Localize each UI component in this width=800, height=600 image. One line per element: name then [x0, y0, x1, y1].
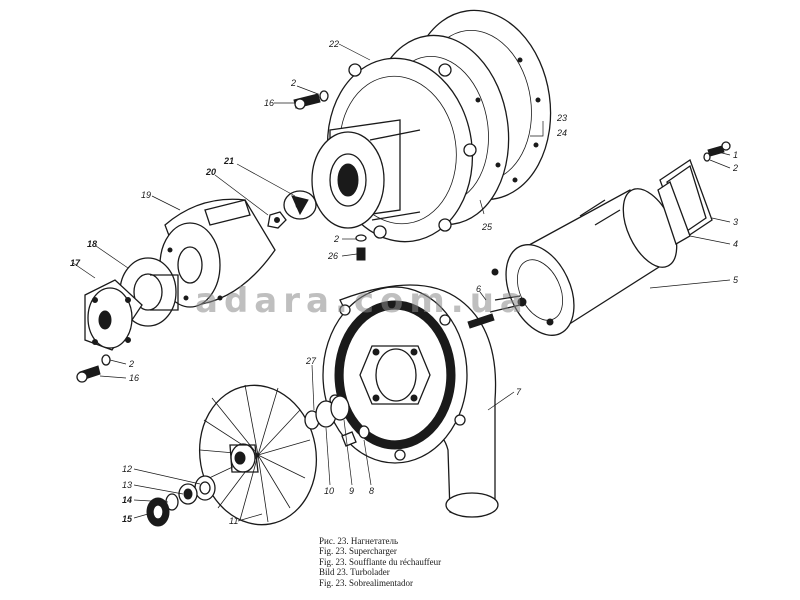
callout-15: 15 [122, 514, 133, 524]
motor-cover-3-and-gasket-4 [657, 141, 731, 245]
volute-casing-7 [322, 284, 499, 518]
callout-9: 9 [349, 486, 354, 496]
callout-5: 5 [733, 275, 739, 285]
callout-19: 19 [141, 190, 151, 200]
turbine-housing-22 [311, 57, 477, 243]
callout-1: 1 [733, 150, 738, 160]
callout-18: 18 [87, 239, 97, 249]
callout-2-top: 2 [290, 78, 296, 88]
callout-8: 8 [369, 486, 374, 496]
callout-27: 27 [305, 356, 317, 366]
leader-lines [72, 43, 731, 522]
callout-13: 13 [122, 480, 132, 490]
bearing-15 [146, 497, 170, 527]
watermark: adara.com.ua [195, 281, 529, 321]
bolt-16-top [293, 90, 329, 110]
callout-4: 4 [733, 239, 738, 249]
nut-13 [178, 483, 198, 505]
callout-11: 11 [229, 516, 238, 526]
callout-3: 3 [733, 217, 738, 227]
fan-wheel-21 [283, 190, 317, 220]
nut-20 [267, 211, 287, 229]
callout-16-top: 16 [264, 98, 274, 108]
lock-washer-12 [194, 475, 216, 501]
bolt-16-bottom [76, 354, 111, 383]
end-flange-17 [84, 279, 143, 351]
caption-line-en: Fig. 23. Supercharger [319, 546, 397, 557]
screw-26-and-washer [355, 234, 367, 261]
bolt-8 [341, 425, 370, 447]
callout-7: 7 [516, 387, 522, 397]
caption-line-ru: Рис. 23. Нагнетатель [319, 536, 399, 546]
callout-2-left: 2 [128, 359, 134, 369]
callout-24: 24 [556, 128, 567, 138]
caption-line-fr: Fig. 23. Soufflante du réchauffeur [319, 556, 442, 567]
callout-23: 23 [556, 113, 567, 123]
callout-6: 6 [476, 284, 481, 294]
callout-21: 21 [223, 156, 234, 166]
caption-line-es: Fig. 23. Sobrealimentador [319, 577, 413, 588]
callout-16-bottom: 16 [129, 373, 139, 383]
callout-20: 20 [205, 167, 216, 177]
callout-2-right: 2 [732, 163, 738, 173]
callout-17: 17 [70, 258, 81, 268]
figure-caption: Рис. 23. Нагнетатель Fig. 23. Supercharg… [319, 536, 441, 588]
callout-22: 22 [328, 39, 339, 49]
callout-14: 14 [122, 495, 132, 505]
caption-line-de: Bild 23. Turbolader [319, 567, 390, 578]
electric-motor-5 [467, 188, 678, 336]
callout-10: 10 [324, 486, 334, 496]
impeller-11 [198, 384, 318, 526]
callout-labels: 22 2 16 23 24 1 2 3 4 5 21 20 19 25 2 26… [70, 39, 739, 526]
callout-2-mid: 2 [333, 234, 339, 244]
spacer-rings-27-10-9 [304, 395, 350, 430]
callout-26: 26 [327, 251, 338, 261]
callout-25: 25 [481, 222, 493, 232]
callout-12: 12 [122, 464, 132, 474]
